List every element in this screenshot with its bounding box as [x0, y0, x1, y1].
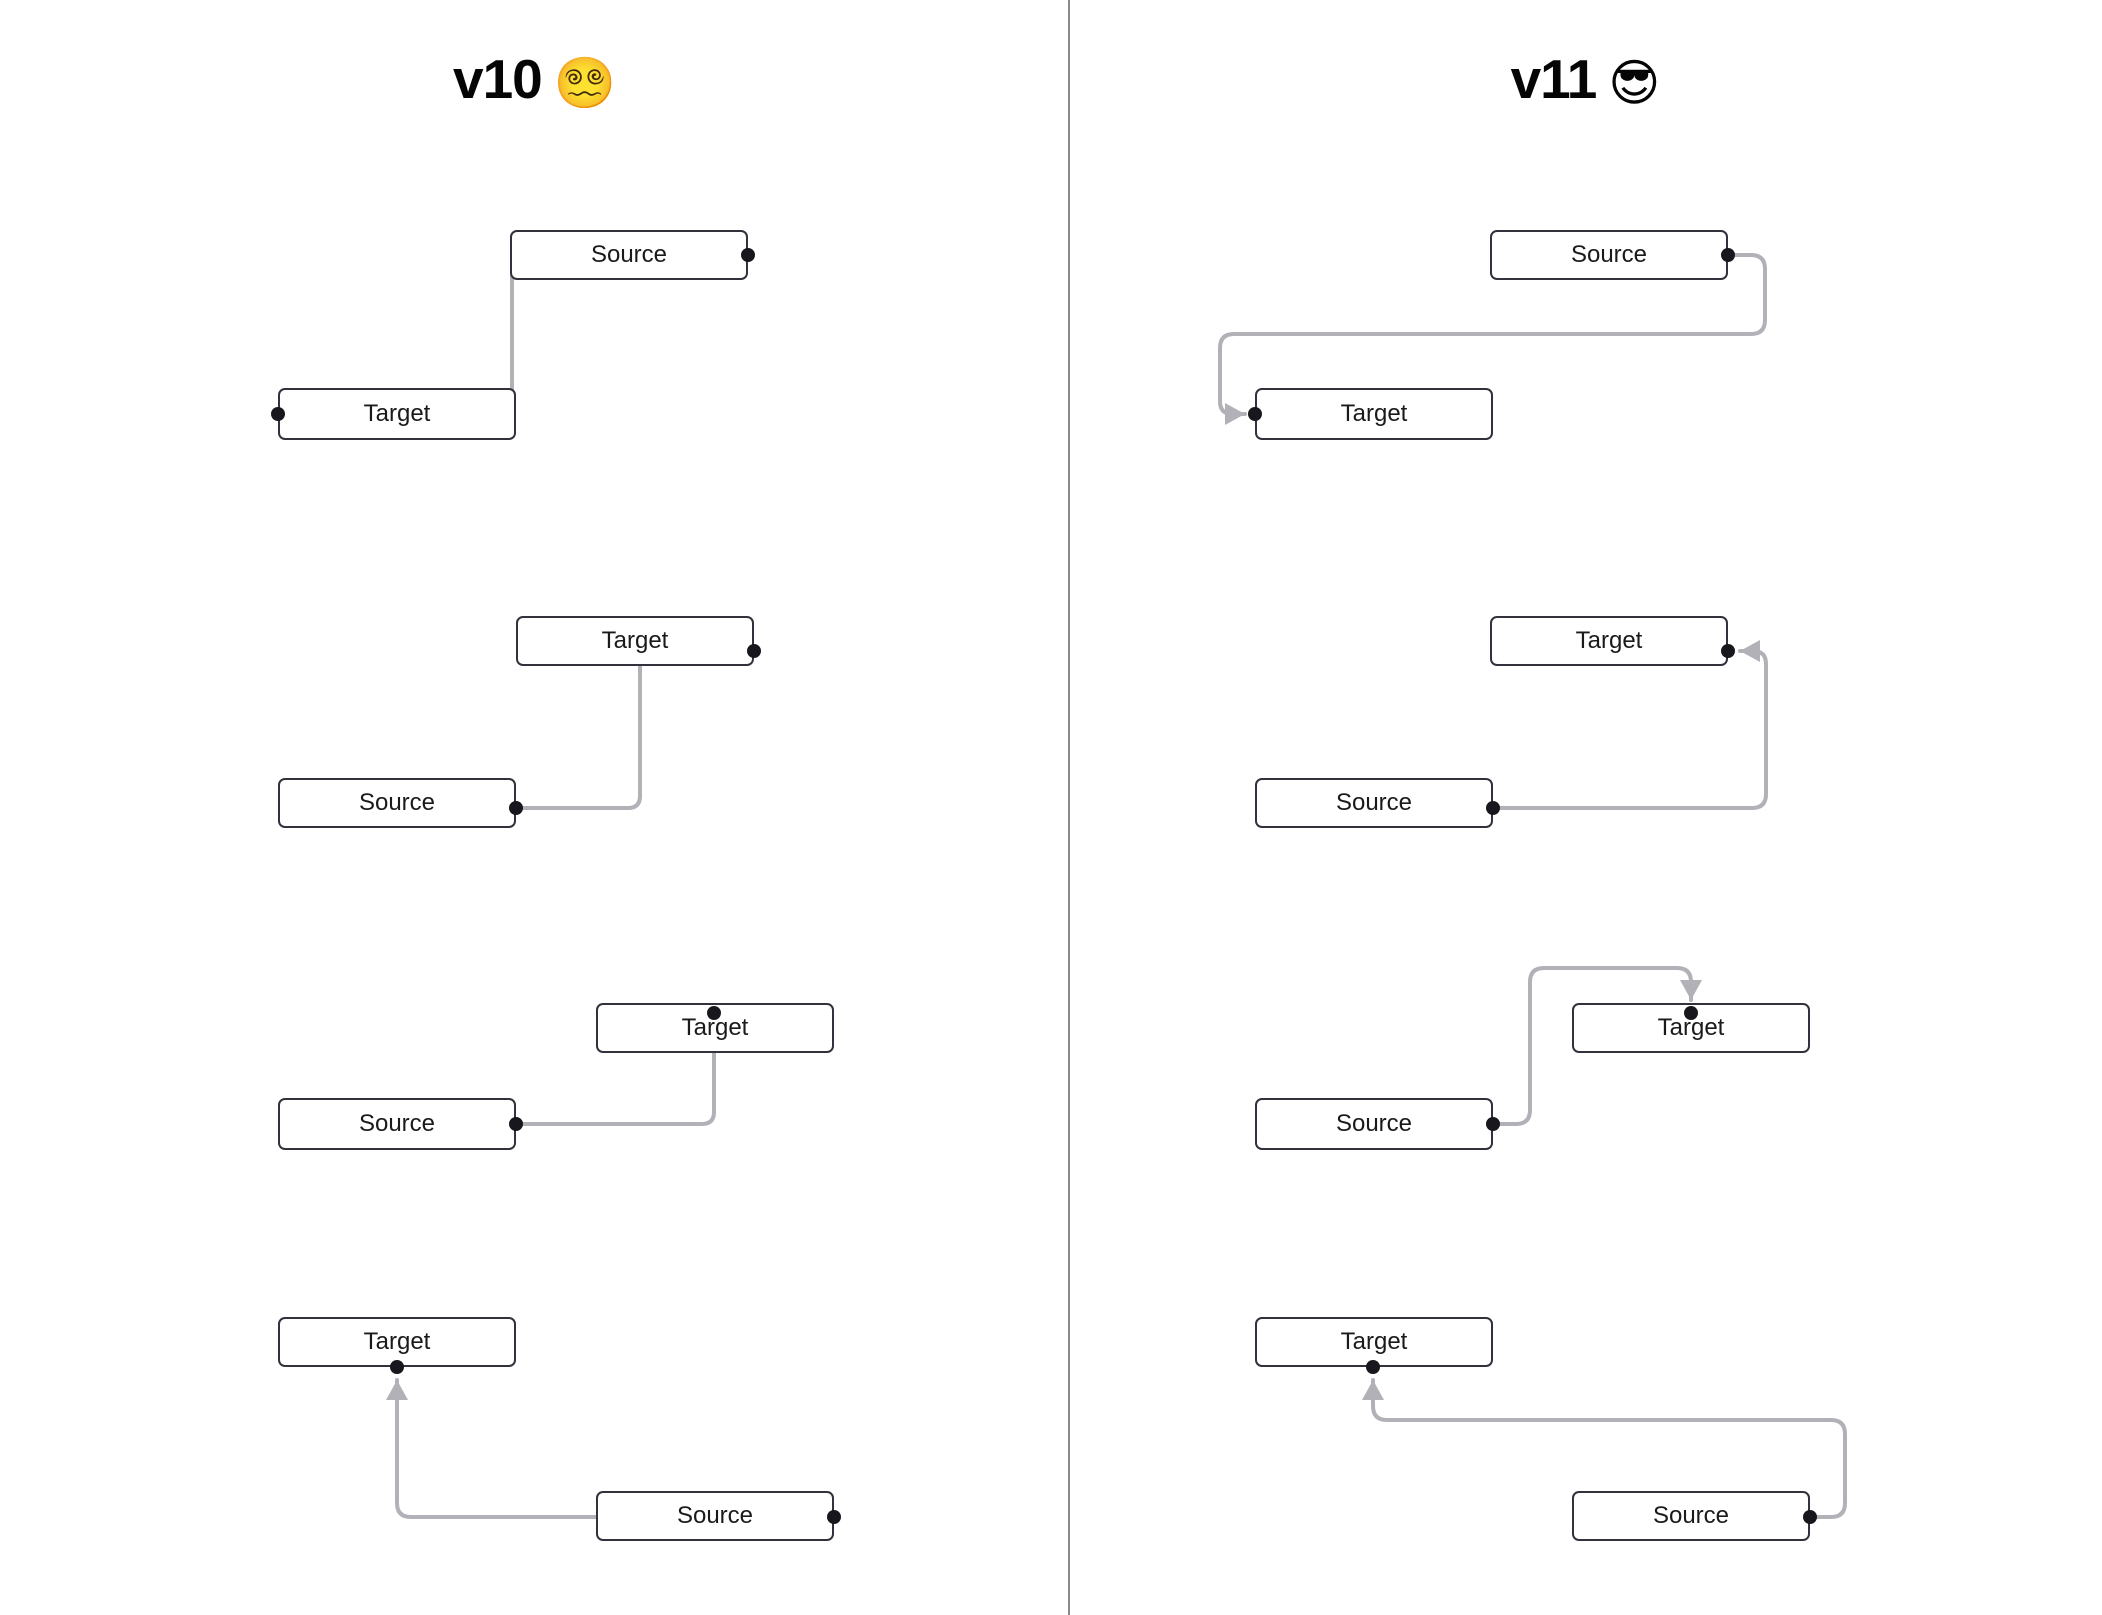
node-label: Source	[676, 1502, 754, 1529]
handle-source-right[interactable]	[1721, 248, 1735, 262]
node-label: Target	[1575, 627, 1643, 654]
node-label: Source	[1570, 241, 1648, 268]
handle-target-right[interactable]	[1721, 644, 1735, 658]
node-label: Source	[1335, 1110, 1413, 1137]
node-label: Target	[363, 400, 431, 427]
node-label: Source	[590, 241, 668, 268]
handle-source-right[interactable]	[1486, 1117, 1500, 1131]
handle-source-right[interactable]	[1486, 801, 1500, 815]
node-source[interactable]: Source	[1572, 1491, 1810, 1541]
node-label: Source	[358, 789, 436, 816]
edge-layer	[1491, 966, 1702, 1126]
panel-title-text: v11	[1510, 48, 1598, 110]
node-source[interactable]: Source	[278, 778, 516, 828]
node-label: Target	[1340, 1328, 1408, 1355]
handle-target-bottom[interactable]	[1366, 1360, 1380, 1374]
panel-divider	[1068, 0, 1070, 1615]
edge-layer	[1491, 640, 1768, 810]
edge-arrowhead-icon	[386, 1380, 408, 1400]
handle-target-left[interactable]	[1248, 407, 1262, 421]
node-source[interactable]: Source	[510, 230, 748, 280]
edge-layer	[1218, 253, 1767, 425]
edge-path[interactable]	[1371, 1378, 1847, 1519]
node-source[interactable]: Source	[1255, 778, 1493, 828]
edge-arrowhead-icon	[1225, 403, 1245, 425]
handle-target-bottom[interactable]	[390, 1360, 404, 1374]
edge-layer	[514, 1011, 716, 1126]
edge-path[interactable]	[1218, 253, 1767, 416]
handle-source-right[interactable]	[827, 1510, 841, 1524]
edge-path[interactable]	[514, 1011, 716, 1126]
face-with-spiral-eyes-icon: 😵‍💫	[553, 55, 616, 111]
panel-title-v10: v10😵‍💫	[0, 52, 1068, 111]
handle-source-right[interactable]	[509, 801, 523, 815]
handle-target-top[interactable]	[1684, 1006, 1698, 1020]
edge-arrowhead-icon	[1740, 640, 1760, 662]
handle-source-right[interactable]	[1803, 1510, 1817, 1524]
handle-source-right[interactable]	[741, 248, 755, 262]
handle-target-right[interactable]	[747, 644, 761, 658]
handle-target-left[interactable]	[271, 407, 285, 421]
edge-path[interactable]	[1491, 966, 1693, 1126]
edge-path[interactable]	[395, 1378, 836, 1519]
edge-arrowhead-icon	[1680, 980, 1702, 1000]
panel-title-text: v10	[452, 48, 543, 110]
smiling-face-with-sunglasses-icon: 😎	[1608, 55, 1660, 111]
node-label: Target	[1340, 400, 1408, 427]
node-label: Target	[601, 627, 669, 654]
edge-layer	[1362, 1378, 1847, 1519]
node-label: Source	[1335, 789, 1413, 816]
handle-target-top[interactable]	[707, 1006, 721, 1020]
node-label: Source	[1652, 1502, 1730, 1529]
node-target[interactable]: Target	[1255, 1317, 1493, 1367]
node-label: Target	[363, 1328, 431, 1355]
node-target[interactable]: Target	[1255, 388, 1493, 440]
node-target[interactable]: Target	[1490, 616, 1728, 666]
node-source[interactable]: Source	[278, 1098, 516, 1150]
edge-arrowhead-icon	[1362, 1380, 1384, 1400]
edge-layer	[386, 1378, 836, 1519]
node-label: Source	[358, 1110, 436, 1137]
node-source[interactable]: Source	[596, 1491, 834, 1541]
handle-source-right[interactable]	[509, 1117, 523, 1131]
panel-title-v11: v11😎	[1068, 52, 2102, 111]
node-target[interactable]: Target	[278, 388, 516, 440]
node-source[interactable]: Source	[1490, 230, 1728, 280]
node-source[interactable]: Source	[1255, 1098, 1493, 1150]
node-target[interactable]: Target	[516, 616, 754, 666]
